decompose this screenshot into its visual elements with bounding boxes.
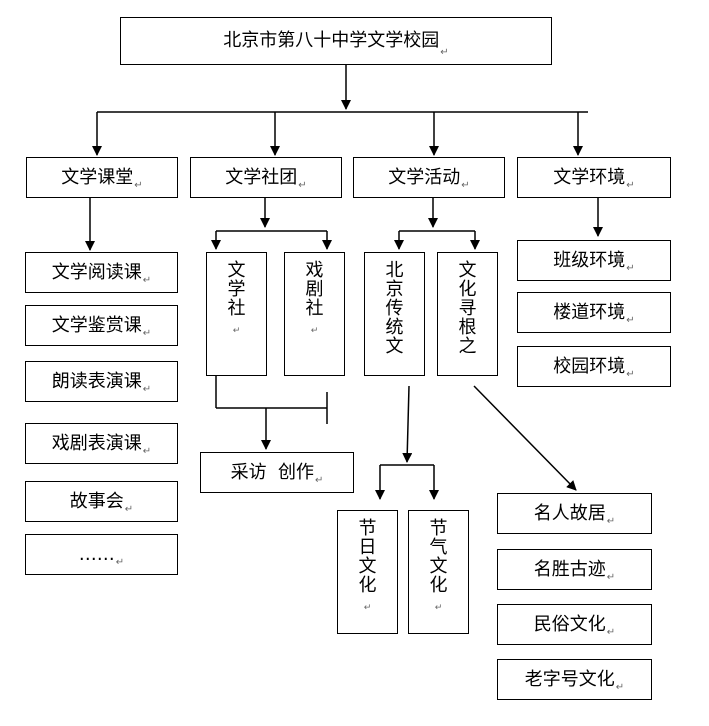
roots-item: 民俗文化↵	[497, 604, 652, 645]
paragraph-mark-icon: ↵	[363, 603, 372, 613]
activity-label: 文化寻根之	[458, 260, 477, 357]
branch-node-clubs: 文学社团↵	[190, 157, 342, 198]
classroom-item-label: 文学鉴赏课	[51, 314, 142, 336]
classroom-item: 戏剧表演课↵	[25, 423, 178, 464]
branch-node-classroom: 文学课堂↵	[26, 157, 178, 198]
paragraph-mark-icon: ↵	[315, 475, 324, 486]
environment-item-label: 楼道环境	[553, 301, 626, 323]
root-label: 北京市第八十中学文学校园	[223, 30, 440, 51]
branch-label: 文学环境	[553, 166, 626, 188]
classroom-item: 故事会↵	[25, 481, 178, 522]
paragraph-mark-icon: ↵	[232, 326, 241, 336]
paragraph-mark-icon: ↵	[142, 328, 152, 339]
classroom-item: 文学鉴赏课↵	[25, 305, 178, 346]
club-label: 文学社	[227, 260, 246, 319]
club-result-node: 采访 创作↵	[200, 452, 354, 493]
paragraph-mark-icon: ↵	[606, 627, 616, 638]
club-node-drama: 戏剧社 ↵	[284, 252, 345, 376]
classroom-item: 朗读表演课↵	[25, 361, 178, 402]
roots-item-label: 名胜古迹	[533, 558, 606, 580]
branch-label: 文学社团	[225, 166, 298, 188]
activity-node-roots: 文化寻根之	[437, 252, 498, 376]
environment-item: 楼道环境↵	[517, 292, 671, 333]
roots-item: 名人故居↵	[497, 493, 652, 534]
branch-label: 文学活动	[388, 166, 461, 188]
paragraph-mark-icon: ↵	[626, 180, 635, 191]
activity-label: 北京传统文	[385, 260, 404, 357]
paragraph-mark-icon: ↵	[434, 603, 443, 613]
classroom-item-label: 戏剧表演课	[51, 432, 142, 454]
paragraph-mark-icon: ↵	[606, 572, 616, 583]
roots-item: 名胜古迹↵	[497, 549, 652, 590]
paragraph-mark-icon: ↵	[142, 446, 152, 457]
paragraph-mark-icon: ↵	[142, 384, 152, 395]
paragraph-mark-icon: ↵	[615, 682, 625, 693]
classroom-item-label: 故事会	[69, 490, 124, 512]
environment-item: 班级环境↵	[517, 240, 671, 281]
branch-label: 文学课堂	[61, 166, 134, 188]
environment-item-label: 校园环境	[553, 355, 626, 377]
root-node: 北京市第八十中学文学校园↵	[120, 17, 552, 65]
paragraph-mark-icon: ↵	[142, 275, 152, 286]
paragraph-mark-icon: ↵	[440, 47, 449, 58]
paragraph-mark-icon: ↵	[626, 369, 635, 380]
paragraph-mark-icon: ↵	[626, 263, 635, 274]
club-result-label: 采访 创作	[230, 461, 315, 483]
paragraph-mark-icon: ↵	[461, 180, 470, 191]
paragraph-mark-icon: ↵	[606, 516, 616, 527]
paragraph-mark-icon: ↵	[626, 315, 635, 326]
paragraph-mark-icon: ↵	[298, 180, 307, 191]
tradition-node-solar-terms: 节气文化 ↵	[408, 510, 469, 634]
paragraph-mark-icon: ↵	[124, 504, 134, 515]
roots-item-label: 老字号文化	[524, 668, 615, 690]
environment-item: 校园环境↵	[517, 346, 671, 387]
paragraph-mark-icon: ↵	[134, 180, 143, 191]
classroom-item: 文学阅读课↵	[25, 252, 178, 293]
roots-item-label: 名人故居	[533, 502, 606, 524]
roots-item-label: 民俗文化	[533, 613, 606, 635]
activity-node-tradition: 北京传统文	[364, 252, 425, 376]
club-node-literature: 文学社 ↵	[206, 252, 267, 376]
roots-item: 老字号文化↵	[497, 659, 652, 700]
classroom-item: ……↵	[25, 534, 178, 575]
tradition-label: 节日文化	[358, 518, 377, 596]
branch-node-environment: 文学环境↵	[517, 157, 671, 198]
tradition-label: 节气文化	[429, 518, 448, 596]
environment-item-label: 班级环境	[553, 249, 626, 271]
tradition-node-festival: 节日文化 ↵	[337, 510, 398, 634]
classroom-item-label: 朗读表演课	[51, 370, 142, 392]
classroom-item-label: 文学阅读课	[51, 261, 142, 283]
paragraph-mark-icon: ↵	[115, 557, 125, 568]
branch-node-activities: 文学活动↵	[353, 157, 505, 198]
classroom-item-label: ……	[78, 543, 115, 565]
paragraph-mark-icon: ↵	[310, 326, 319, 336]
club-label: 戏剧社	[305, 260, 324, 319]
